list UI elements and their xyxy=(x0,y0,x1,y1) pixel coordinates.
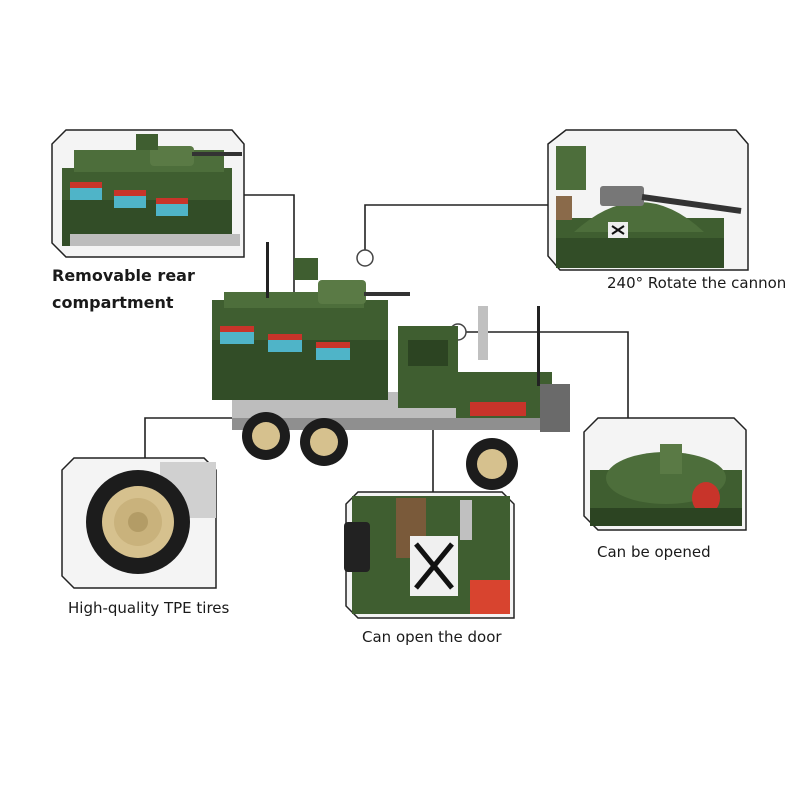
caption-tires: High-quality TPE tires xyxy=(68,599,230,617)
inset-rear-compartment xyxy=(51,129,245,258)
inset-tire xyxy=(61,457,217,589)
caption-rear-compartment: Removable rear compartment xyxy=(52,262,195,316)
caption-rear-line1: Removable rear xyxy=(52,266,195,285)
caption-rear-line2: compartment xyxy=(52,293,174,312)
inset-door xyxy=(344,491,515,619)
inset-cannon xyxy=(547,129,749,271)
caption-can-be-opened: Can be opened xyxy=(597,543,711,561)
inset-hatch xyxy=(583,417,747,531)
caption-rotate-cannon: 240° Rotate the cannon xyxy=(607,274,787,292)
army-truck xyxy=(212,242,570,490)
caption-door: Can open the door xyxy=(362,628,502,646)
